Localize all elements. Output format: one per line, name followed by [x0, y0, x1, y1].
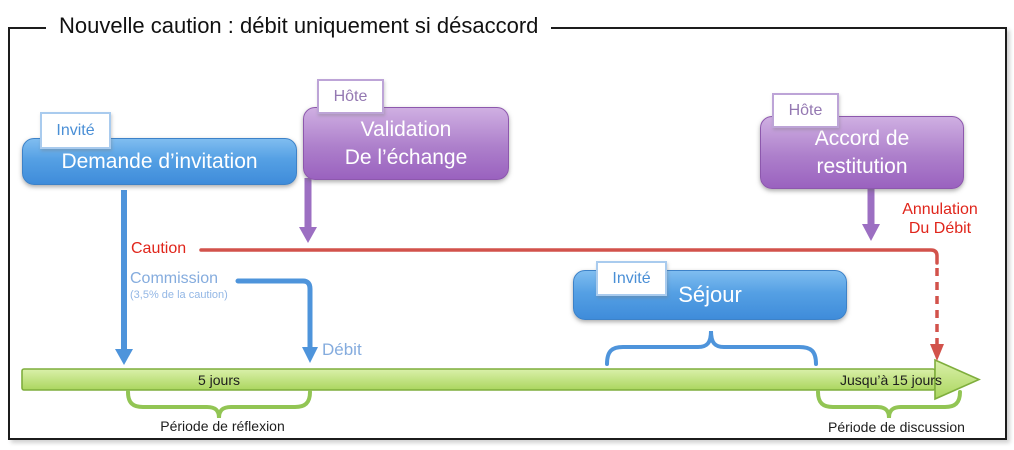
- reflexion-label: Période de réflexion: [160, 418, 285, 434]
- debit-label: Débit: [322, 340, 362, 359]
- accord-label-line1: Accord de: [814, 126, 910, 150]
- hote-tag-validation-label: Hôte: [333, 87, 368, 105]
- invite-tag-demande-label: Invité: [56, 121, 95, 139]
- validation-label-line2: De l’échange: [344, 145, 468, 169]
- demande-box: Demande d’invitation: [22, 138, 297, 185]
- invite-tag-demande: Invité: [40, 112, 111, 149]
- demande-label: Demande d’invitation: [61, 149, 258, 173]
- caution-label: Caution: [131, 240, 187, 257]
- discussion-label: Période de discussion: [828, 419, 965, 435]
- commission-detail-label: (3,5% de la caution): [130, 289, 228, 301]
- validation-box: Validation De l’échange: [303, 107, 509, 180]
- accord-box: Accord de restitution: [760, 116, 964, 189]
- commission-label: Commission: [130, 270, 219, 287]
- annulation-label: Annulation Du Débit: [888, 200, 992, 238]
- invite-tag-sejour: Invité: [596, 261, 667, 296]
- invite-tag-sejour-label: Invité: [612, 269, 651, 287]
- validation-label-line1: Validation: [360, 117, 452, 141]
- hote-tag-accord: Hôte: [772, 93, 839, 128]
- annulation-line2: Du Débit: [908, 220, 972, 237]
- hote-tag-accord-label: Hôte: [788, 101, 823, 119]
- timeline-label-15-jours: Jusqu’à 15 jours: [840, 372, 942, 388]
- annulation-line1: Annulation: [902, 201, 978, 218]
- diagram-title: Nouvelle caution : débit uniquement si d…: [46, 13, 552, 39]
- timeline-label-5-jours: 5 jours: [197, 372, 241, 388]
- hote-tag-validation: Hôte: [317, 79, 384, 114]
- accord-label-line2: restitution: [816, 154, 908, 178]
- sejour-label: Séjour: [678, 282, 742, 307]
